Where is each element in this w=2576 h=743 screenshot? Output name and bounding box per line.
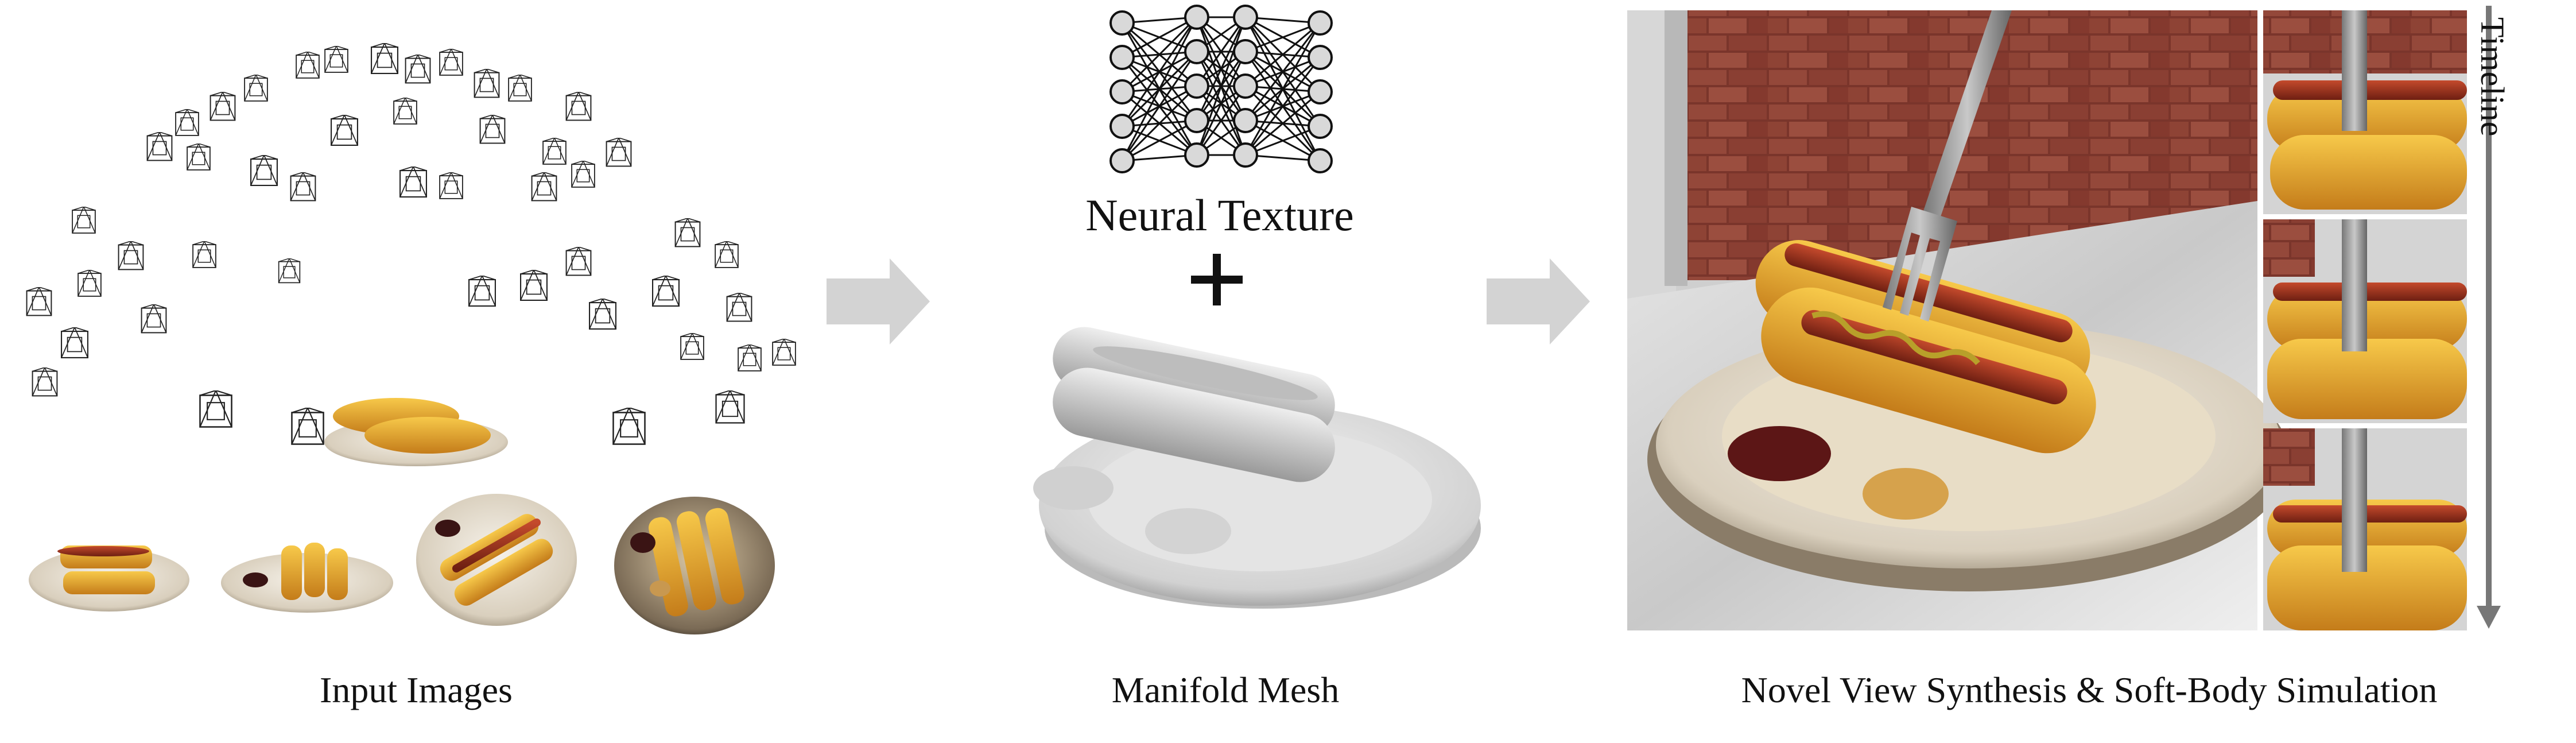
pipeline-arrow-1 xyxy=(827,258,930,345)
input-images-caption: Input Images xyxy=(320,670,513,710)
novel-view-render xyxy=(1627,10,2290,630)
camera-frustum-icon xyxy=(652,276,680,307)
manifold-mesh-caption: Manifold Mesh xyxy=(1111,670,1340,710)
camera-frustum-icon xyxy=(32,367,58,397)
camera-frustum-icon xyxy=(565,247,592,276)
camera-frustum-icon xyxy=(468,276,496,307)
camera-frustum-icon xyxy=(175,109,199,136)
output-caption: Novel View Synthesis & Soft-Body Simulat… xyxy=(1741,670,2438,710)
camera-frustum-icon xyxy=(371,43,398,75)
camera-frustum-icon xyxy=(296,52,320,79)
mesh-panel xyxy=(1033,5,1481,609)
input-thumbnail xyxy=(221,543,393,613)
pipeline-arrow-2 xyxy=(1487,258,1590,345)
timeline-arrow xyxy=(2477,6,2501,629)
fork-icon xyxy=(1883,10,2012,322)
camera-frustum-icon xyxy=(26,287,52,316)
camera-frustum-icon xyxy=(291,408,324,445)
center-hotdog-image xyxy=(324,398,508,466)
camera-frustum-icon xyxy=(606,138,632,167)
camera-frustum-icon xyxy=(474,69,500,98)
camera-frustum-icon xyxy=(210,92,236,121)
camera-frustum-icon xyxy=(146,132,173,161)
camera-frustum-icon xyxy=(60,327,89,358)
plus-icon xyxy=(1191,254,1243,305)
manifold-mesh-render xyxy=(1033,327,1481,609)
camera-frustum-icon xyxy=(192,241,216,268)
input-thumbnail xyxy=(416,494,577,626)
timeline-frame-3 xyxy=(2263,428,2467,630)
camera-frustum-icon xyxy=(542,138,567,165)
camera-frustum-icon xyxy=(715,241,739,268)
camera-frustum-icon xyxy=(199,390,232,428)
camera-frustum-icon xyxy=(393,98,417,125)
neural-texture-label: Neural Texture xyxy=(1085,190,1354,240)
camera-frustum-icon xyxy=(331,115,358,146)
camera-frustum-icon xyxy=(772,339,796,366)
camera-frustum-icon xyxy=(726,293,752,322)
camera-frustum-icon xyxy=(531,172,557,202)
input-panel xyxy=(26,43,796,634)
camera-frustum-icon xyxy=(479,115,506,144)
camera-frustum-icon xyxy=(77,270,102,297)
camera-frustum-icon xyxy=(118,241,144,270)
camera-frustum-icon xyxy=(439,49,463,76)
camera-frustum-icon xyxy=(715,390,745,424)
camera-frustum-icon xyxy=(278,258,301,284)
camera-frustum-icon xyxy=(250,155,278,186)
camera-frustum-icon xyxy=(141,304,167,334)
timeline-frame-2 xyxy=(2263,219,2467,423)
input-thumbnail xyxy=(614,497,775,634)
camera-frustum-icon xyxy=(324,46,348,73)
camera-frustum-icon xyxy=(439,172,463,199)
neural-network-icon xyxy=(1109,5,1333,173)
camera-frustum-icon xyxy=(72,207,96,234)
camera-frustum-icon xyxy=(508,75,532,102)
camera-frustum-icon xyxy=(244,75,268,102)
camera-frustum-icon xyxy=(520,270,548,301)
camera-frustum-icon xyxy=(290,172,316,202)
camera-frustum-icon xyxy=(405,55,431,84)
camera-frustum-icon xyxy=(565,92,592,121)
camera-frustum-icon xyxy=(571,161,595,188)
camera-dome xyxy=(26,43,796,445)
camera-frustum-icon xyxy=(187,144,211,171)
camera-frustum-icon xyxy=(589,299,616,330)
camera-frustum-icon xyxy=(738,345,762,372)
input-thumbnail xyxy=(29,545,189,612)
camera-frustum-icon xyxy=(674,218,701,247)
output-panel xyxy=(1627,6,2501,630)
camera-frustum-icon xyxy=(680,333,704,360)
camera-frustum-icon xyxy=(612,408,646,445)
timeline-label: Timeline xyxy=(2474,17,2511,137)
camera-frustum-icon xyxy=(399,167,427,198)
timeline-frame-1 xyxy=(2263,10,2467,214)
